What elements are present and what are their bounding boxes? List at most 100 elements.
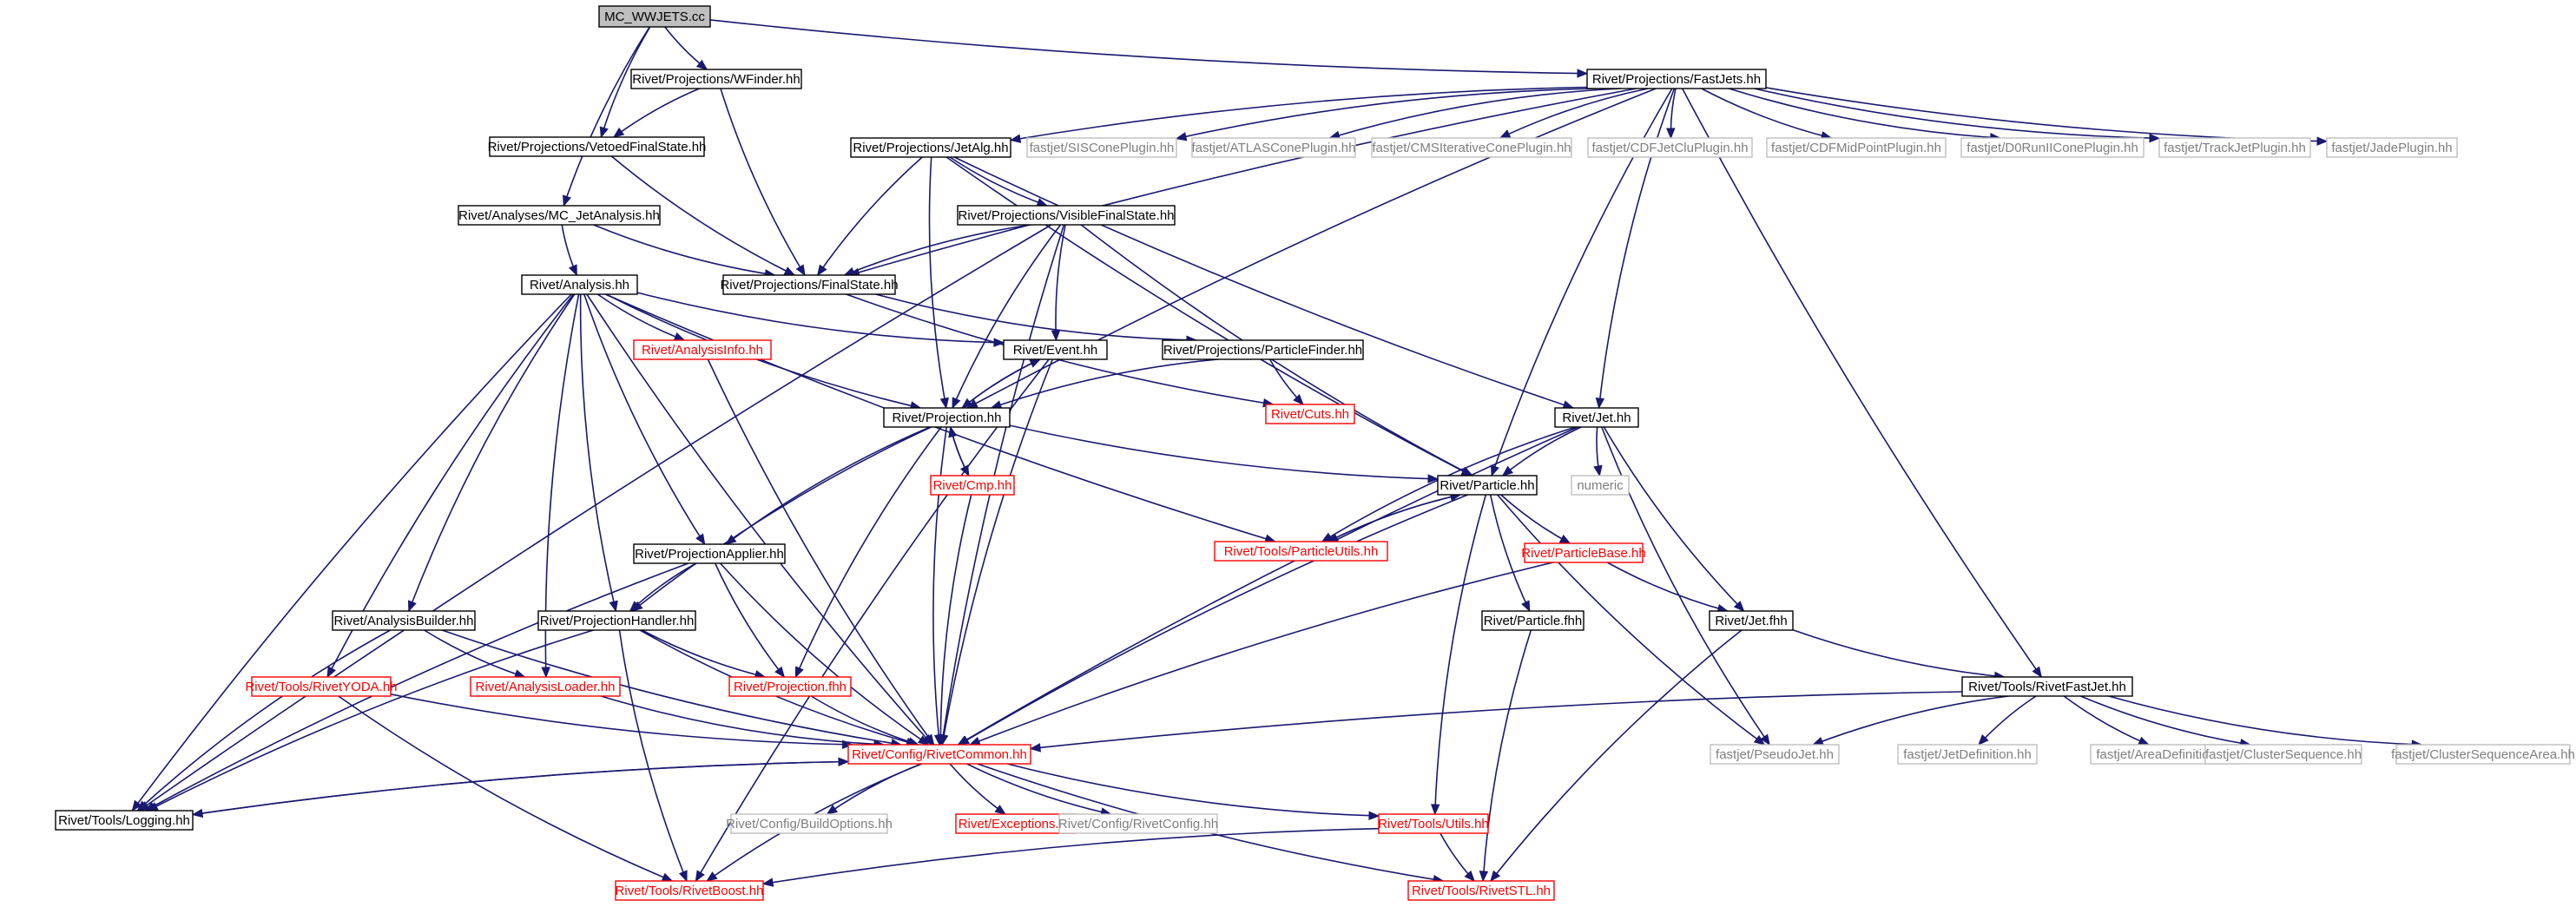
node-visible[interactable]: Rivet/Projections/VisibleFinalState.hh: [957, 205, 1176, 226]
node-projapplier[interactable]: Rivet/ProjectionApplier.hh: [633, 543, 786, 564]
node-rivetconfig[interactable]: Rivet/Config/RivetConfig.hh: [1058, 813, 1218, 834]
node-jetalg[interactable]: Rivet/Projections/JetAlg.hh: [850, 137, 1011, 158]
node-cdfclu[interactable]: fastjet/CDFJetCluPlugin.hh: [1587, 137, 1753, 158]
node-label-numeric: numeric: [1577, 478, 1624, 493]
node-projfhh[interactable]: Rivet/Projection.fhh: [728, 676, 852, 697]
node-vetoed[interactable]: Rivet/Projections/VetoedFinalState.hh: [488, 136, 707, 157]
node-mcjetana[interactable]: Rivet/Analyses/MC_JetAnalysis.hh: [458, 205, 661, 226]
node-event[interactable]: Rivet/Event.hh: [1003, 339, 1108, 360]
edge-root-to-vetoed: [599, 26, 651, 139]
edge-cmp-to-projection: [948, 425, 970, 477]
node-rivetstl[interactable]: Rivet/Tools/RivetSTL.hh: [1407, 880, 1555, 901]
node-label-jet: Rivet/Jet.hh: [1562, 411, 1631, 425]
edge-mcjetana-to-analysis: [561, 224, 578, 277]
node-projection[interactable]: Rivet/Projection.hh: [883, 407, 1011, 428]
node-box-anabuilder: [332, 610, 476, 631]
node-root[interactable]: MC_WWJETS.cc: [598, 5, 711, 28]
node-pfinder[interactable]: Rivet/Projections/ParticleFinder.hh: [1162, 339, 1364, 360]
node-analysis[interactable]: Rivet/Analysis.hh: [521, 274, 638, 295]
node-cdfmid[interactable]: fastjet/CDFMidPointPlugin.hh: [1766, 137, 1947, 158]
node-label-areadef: fastjet/AreaDefinition.hh: [2096, 747, 2234, 762]
edge-particlebase-to-rivetcommon: [968, 562, 1553, 746]
edge-utils-to-rivetstl: [1440, 832, 1475, 882]
node-box-jetdef: [1897, 744, 2038, 765]
node-label-logging: Rivet/Tools/Logging.hh: [58, 813, 190, 828]
node-rivetfastjet[interactable]: Rivet/Tools/RivetFastJet.hh: [1961, 676, 2133, 697]
edge-anabuilder-to-anaLoader: [424, 629, 526, 679]
node-label-particle: Rivet/Particle.hh: [1440, 478, 1534, 493]
edge-anabuilder-to-logging: [136, 629, 391, 812]
node-box-rivetyoda: [251, 676, 392, 697]
node-clseqarea[interactable]: fastjet/ClusterSequenceArea.hh: [2391, 744, 2575, 765]
node-buildopts[interactable]: Rivet/Config/BuildOptions.hh: [726, 813, 893, 834]
node-particlefhh[interactable]: Rivet/Particle.fhh: [1481, 610, 1584, 631]
node-atlascone[interactable]: fastjet/ATLASConePlugin.hh: [1191, 137, 1356, 158]
node-wfinder[interactable]: Rivet/Projections/WFinder.hh: [630, 69, 802, 89]
node-label-atlascone: fastjet/ATLASConePlugin.hh: [1191, 141, 1355, 155]
node-label-anabuilder: Rivet/AnalysisBuilder.hh: [334, 614, 474, 628]
edge-projection-to-particle: [1009, 424, 1440, 483]
node-projhandler[interactable]: Rivet/ProjectionHandler.hh: [537, 610, 696, 631]
node-pseudojet[interactable]: fastjet/PseudoJet.hh: [1710, 744, 1840, 765]
node-d0run[interactable]: fastjet/D0RunIIConePlugin.hh: [1960, 137, 2144, 158]
node-box-jade: [2326, 137, 2458, 158]
node-clseq[interactable]: fastjet/ClusterSequence.hh: [2204, 744, 2362, 765]
node-analysisinfo[interactable]: Rivet/AnalysisInfo.hh: [633, 339, 772, 360]
node-siscone[interactable]: fastjet/SISConePlugin.hh: [1026, 137, 1177, 158]
node-label-projapplier: Rivet/ProjectionApplier.hh: [635, 547, 784, 562]
node-cmscone[interactable]: fastjet/CMSIterativeConePlugin.hh: [1371, 137, 1572, 158]
edge-projhandler-to-rivetboost: [618, 629, 688, 883]
node-jade[interactable]: fastjet/JadePlugin.hh: [2326, 137, 2458, 158]
node-areadef[interactable]: fastjet/AreaDefinition.hh: [2090, 744, 2241, 765]
node-fastjets[interactable]: Rivet/Projections/FastJets.hh: [1586, 69, 1767, 89]
edge-analysisinfo-to-rivetcommon: [707, 358, 935, 746]
node-cuts[interactable]: Rivet/Cuts.hh: [1265, 404, 1355, 424]
node-label-mcjetana: Rivet/Analyses/MC_JetAnalysis.hh: [458, 208, 660, 223]
node-cmp[interactable]: Rivet/Cmp.hh: [930, 475, 1015, 496]
node-box-finalstate: [722, 274, 896, 295]
node-particleutils[interactable]: Rivet/Tools/ParticleUtils.hh: [1214, 541, 1388, 562]
node-rivetyoda[interactable]: Rivet/Tools/RivetYODA.hh: [245, 676, 398, 697]
edge-particlebase-to-jetfhh: [1606, 562, 1729, 614]
node-numeric[interactable]: numeric: [1571, 475, 1630, 496]
node-box-fastjets: [1586, 69, 1767, 89]
node-box-cuts: [1265, 404, 1355, 424]
node-jetdef[interactable]: fastjet/JetDefinition.hh: [1897, 744, 2038, 765]
edge-projection-to-projfhh: [794, 426, 942, 679]
edge-jetalg-to-projection: [928, 156, 949, 410]
node-label-event: Rivet/Event.hh: [1013, 343, 1098, 358]
edge-pfinder-to-cuts: [1268, 358, 1304, 405]
node-logging[interactable]: Rivet/Tools/Logging.hh: [55, 810, 194, 831]
node-particlebase[interactable]: Rivet/ParticleBase.hh: [1521, 542, 1646, 563]
node-label-rivetconfig: Rivet/Config/RivetConfig.hh: [1058, 817, 1218, 831]
node-rivetcommon[interactable]: Rivet/Config/RivetCommon.hh: [847, 744, 1031, 765]
node-anaLoader[interactable]: Rivet/AnalysisLoader.hh: [470, 676, 621, 697]
node-label-projfhh: Rivet/Projection.fhh: [734, 680, 847, 694]
node-anabuilder[interactable]: Rivet/AnalysisBuilder.hh: [332, 610, 476, 631]
edge-analysis-to-logging: [131, 293, 572, 812]
node-box-jet: [1554, 407, 1639, 428]
edge-visible-to-projection: [952, 224, 1062, 410]
node-utils[interactable]: Rivet/Tools/Utils.hh: [1378, 813, 1489, 834]
edge-particle-to-utils: [1430, 494, 1487, 816]
node-trackjet[interactable]: fastjet/TrackJetPlugin.hh: [2158, 137, 2311, 158]
node-label-cdfmid: fastjet/CDFMidPointPlugin.hh: [1771, 141, 1941, 155]
node-box-jetalg: [850, 137, 1011, 158]
edge-rivetfastjet-to-rivetcommon: [1029, 691, 1963, 753]
node-box-analysisinfo: [633, 339, 772, 360]
edge-visible-to-logging: [138, 224, 1052, 812]
edge-particlefhh-to-rivetstl: [1479, 629, 1532, 883]
node-rivetboost[interactable]: Rivet/Tools/RivetBoost.hh: [615, 880, 764, 901]
edge-event-to-rivetboost: [695, 358, 1050, 883]
node-finalstate[interactable]: Rivet/Projections/FinalState.hh: [720, 274, 899, 295]
edge-fastjets-to-projection: [966, 88, 1657, 409]
edge-utils-to-rivetboost: [761, 827, 1380, 887]
node-particle[interactable]: Rivet/Particle.hh: [1437, 475, 1538, 496]
node-jetfhh[interactable]: Rivet/Jet.fhh: [1709, 610, 1794, 631]
node-box-particlefhh: [1481, 610, 1584, 631]
edge-jetalg-to-visible: [949, 156, 1049, 207]
node-box-clseqarea: [2395, 744, 2571, 765]
edge-jet-to-particle: [1501, 426, 1582, 477]
node-jet[interactable]: Rivet/Jet.hh: [1554, 407, 1639, 428]
edge-particle-to-rivetcommon: [958, 494, 1468, 746]
